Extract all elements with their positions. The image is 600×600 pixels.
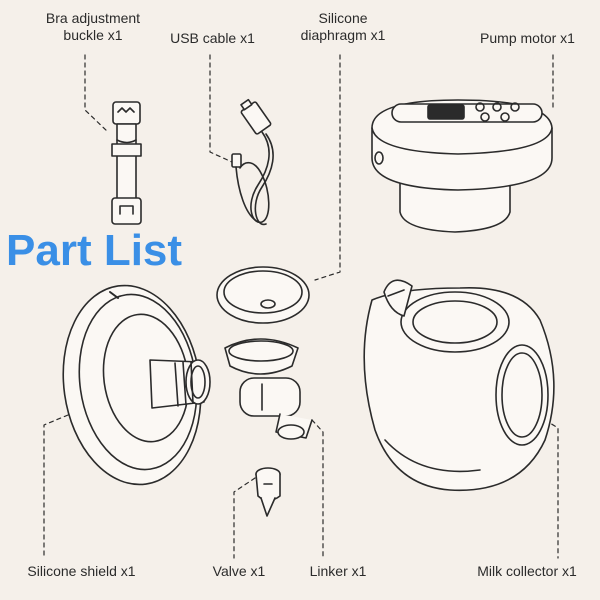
- diaphragm-label-line1: Silicone: [318, 10, 368, 26]
- silicone-diaphragm-icon: [216, 266, 310, 324]
- linker-icon: [224, 338, 313, 440]
- diaphragm-label-line2: diaphragm x1: [300, 27, 386, 43]
- valve-icon: [255, 467, 281, 517]
- buckle-label-line1: Bra adjustment: [45, 10, 141, 26]
- buckle-label-line2: buckle x1: [63, 27, 123, 43]
- leader-lines: [43, 54, 559, 559]
- milk-collector-label: Milk collector x1: [477, 563, 577, 579]
- page-title: Part List: [6, 226, 183, 275]
- buckle-label: Bra adjustment buckle x1: [28, 10, 158, 44]
- linker-label: Linker x1: [309, 563, 367, 579]
- milk-collector-icon: [363, 279, 555, 492]
- usb-cable-icon: [231, 98, 274, 226]
- valve-label: Valve x1: [212, 563, 266, 579]
- pump-motor-icon: [371, 99, 553, 233]
- diaphragm-label: Silicone diaphragm x1: [288, 10, 398, 44]
- pump-motor-label: Pump motor x1: [480, 30, 575, 46]
- usb-cable-label: USB cable x1: [170, 30, 255, 46]
- buckle-icon: [111, 101, 142, 225]
- silicone-shield-label: Silicone shield x1: [27, 563, 136, 579]
- silicone-shield-icon: [62, 284, 211, 486]
